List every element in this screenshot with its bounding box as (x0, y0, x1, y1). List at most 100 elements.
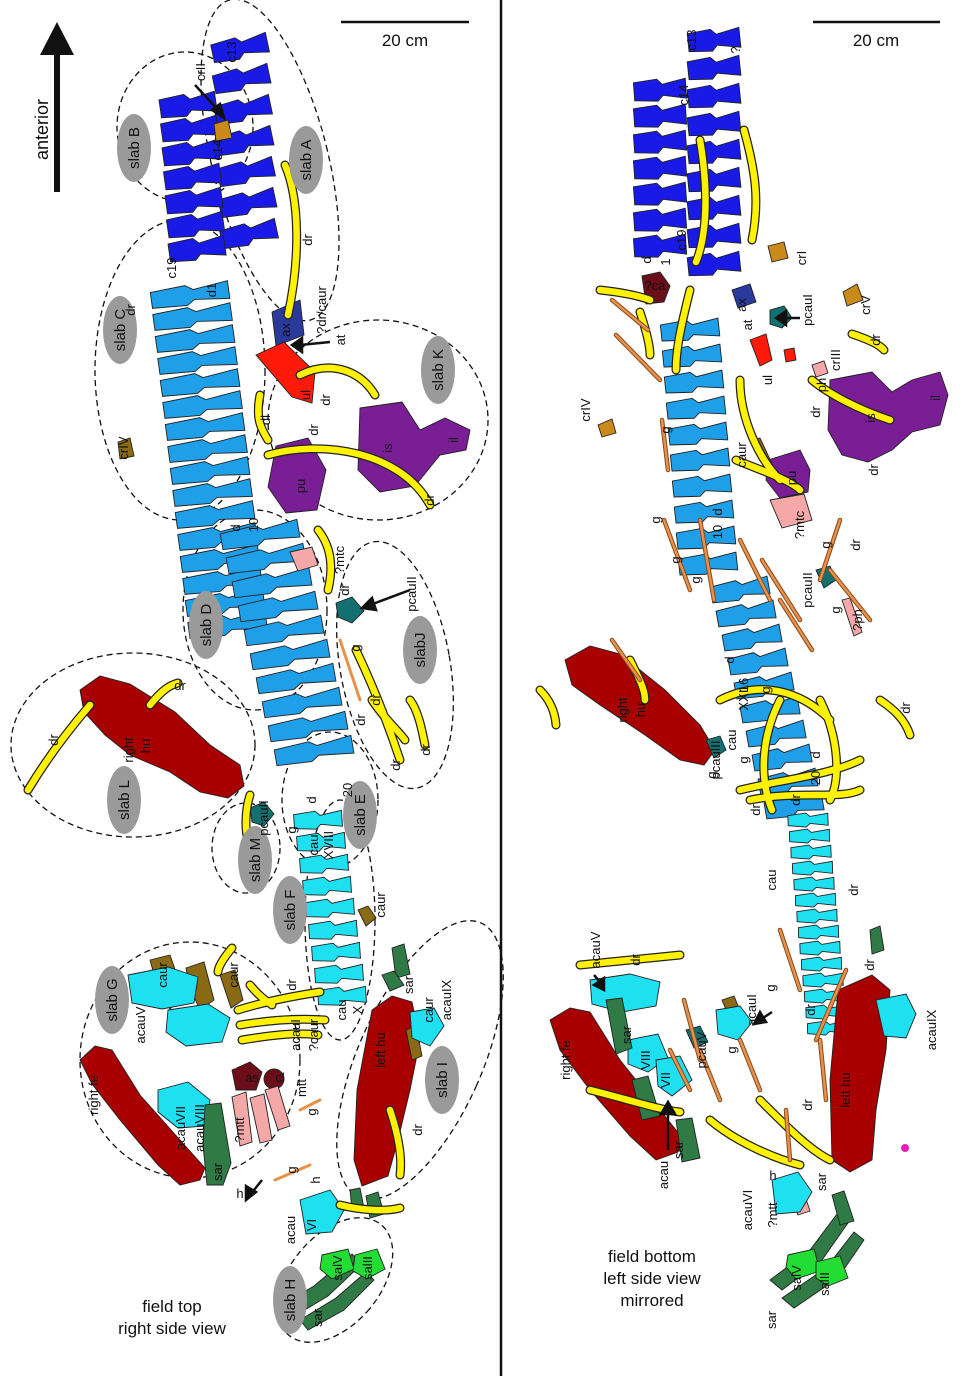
bone-label: pcauV (694, 1031, 709, 1068)
bone-label: ?caur (306, 1018, 321, 1051)
cervical-vertebra (212, 62, 271, 95)
bone-label: d (710, 508, 725, 515)
bone-label: acauI (288, 1019, 303, 1051)
bone-label: ph (814, 378, 829, 392)
slab-badge: slab I (425, 1046, 459, 1114)
bone-label: dr (353, 714, 368, 726)
bone-label: acauVIII (192, 1104, 207, 1152)
slab-badge: slab L (107, 766, 141, 834)
caption-right-line3: mirrored (620, 1291, 683, 1310)
bone-label: crII (193, 63, 208, 81)
magenta-fragment (901, 1144, 909, 1152)
caption-right-line2: left side view (603, 1269, 701, 1288)
tarsal-dot (234, 1066, 237, 1069)
bone-label: d (304, 796, 319, 803)
bone-label: 1 (658, 258, 673, 265)
ulna-fragment-r (784, 348, 796, 362)
bone-label: acauVI (740, 1190, 755, 1230)
bone-label: acauI (744, 994, 759, 1026)
slab-label: slab E (352, 794, 369, 836)
bone-label: caur (226, 962, 241, 988)
bone-label: caur (421, 997, 436, 1023)
bone-label: crI (794, 251, 809, 265)
bone-label: caur (373, 892, 388, 918)
slab-badge: slab K (421, 336, 455, 404)
slab-badge: slab A (289, 126, 323, 194)
caudal-vertebra (308, 919, 357, 940)
dorsal-vertebra (672, 473, 732, 499)
bone-label: dr (803, 1004, 818, 1016)
cervical-vertebra (633, 129, 686, 155)
dorsal-vertebra (660, 317, 720, 343)
caudal-vertebra (791, 844, 831, 859)
bone-label: XXI (736, 690, 751, 711)
cri-bone-r (768, 242, 788, 262)
slab-badge: slab H (273, 1266, 307, 1334)
bone-label: ul (760, 375, 775, 385)
bone-label: g (658, 426, 673, 433)
bone-label: acauV (133, 1006, 148, 1043)
bone-label: caur (155, 962, 170, 988)
bone-label: d (722, 656, 737, 663)
slab-label: slab M (247, 838, 264, 882)
bone-label: h (236, 1186, 243, 1201)
bone-label: as (245, 1070, 259, 1085)
bone-label: ?dr/caur (314, 285, 329, 333)
left-humerus-bone (354, 996, 420, 1186)
bone-label: dr (337, 584, 352, 596)
cervical-vertebra (633, 181, 686, 207)
bone-label: salV (789, 1265, 804, 1291)
slab-label: slab A (298, 140, 315, 181)
bone-label: cau (724, 730, 739, 751)
slab-label: slab B (126, 127, 143, 169)
bone-label: right (615, 697, 630, 723)
bone-label: sar (671, 1140, 686, 1159)
bone-label: XVIII (321, 831, 336, 859)
cervical-vertebra (687, 82, 741, 109)
bone-label: at (740, 319, 755, 330)
bone-label: dr (123, 304, 138, 316)
bone-label: g (818, 541, 833, 548)
slab-badge: slab G (95, 966, 129, 1034)
slab-label: slab G (104, 978, 121, 1021)
bone-label: h (769, 1168, 776, 1183)
caption-left-line1: field top (142, 1297, 202, 1316)
bone-label: dr (846, 884, 861, 896)
bone-label: dr (284, 979, 299, 991)
slab-label: slabJ (412, 632, 429, 667)
pcauii-bone (336, 597, 364, 623)
bone-label: g (736, 756, 751, 763)
bone-label: dr (368, 694, 383, 706)
bone-label: salV (330, 1255, 345, 1281)
bone-label: dr (306, 424, 321, 436)
bone-label: g (668, 556, 683, 563)
bone-label: 10 (710, 525, 725, 539)
slab-label: slab H (282, 1279, 299, 1322)
bone-label: acau (656, 1161, 671, 1189)
dorsal-vertebra (666, 395, 726, 421)
caudal-vertebra (794, 876, 834, 891)
bone-label: c14 (676, 85, 691, 106)
cervical-vertebra (687, 166, 741, 193)
caudal-vertebra (801, 956, 841, 971)
cervical-vertebra (687, 138, 741, 165)
bone-label: g (763, 984, 778, 991)
bone-label: hu (633, 703, 648, 717)
bone-label: ax (734, 298, 749, 312)
bone-label: g (724, 1046, 739, 1053)
slab-label: slab L (116, 780, 133, 820)
caudal-vertebra (797, 908, 837, 923)
caudal-vertebra (792, 860, 832, 875)
dorsal-vertebra (722, 623, 783, 653)
bone-label: salII (817, 1272, 832, 1296)
bone-label: ?mtt (232, 1117, 247, 1143)
slab-label: slab K (430, 349, 447, 391)
caption-right-line1: field bottom (608, 1247, 696, 1266)
caption-left-line2: right side view (118, 1319, 226, 1338)
scale-bar-right-label: 20 cm (853, 31, 899, 50)
bone-label: dr (410, 1124, 425, 1136)
cervical-vertebra (633, 155, 686, 181)
bone-label: sar (310, 1308, 325, 1327)
bone-label: ?ph (850, 609, 865, 631)
slab-badge: slab D (189, 591, 223, 659)
